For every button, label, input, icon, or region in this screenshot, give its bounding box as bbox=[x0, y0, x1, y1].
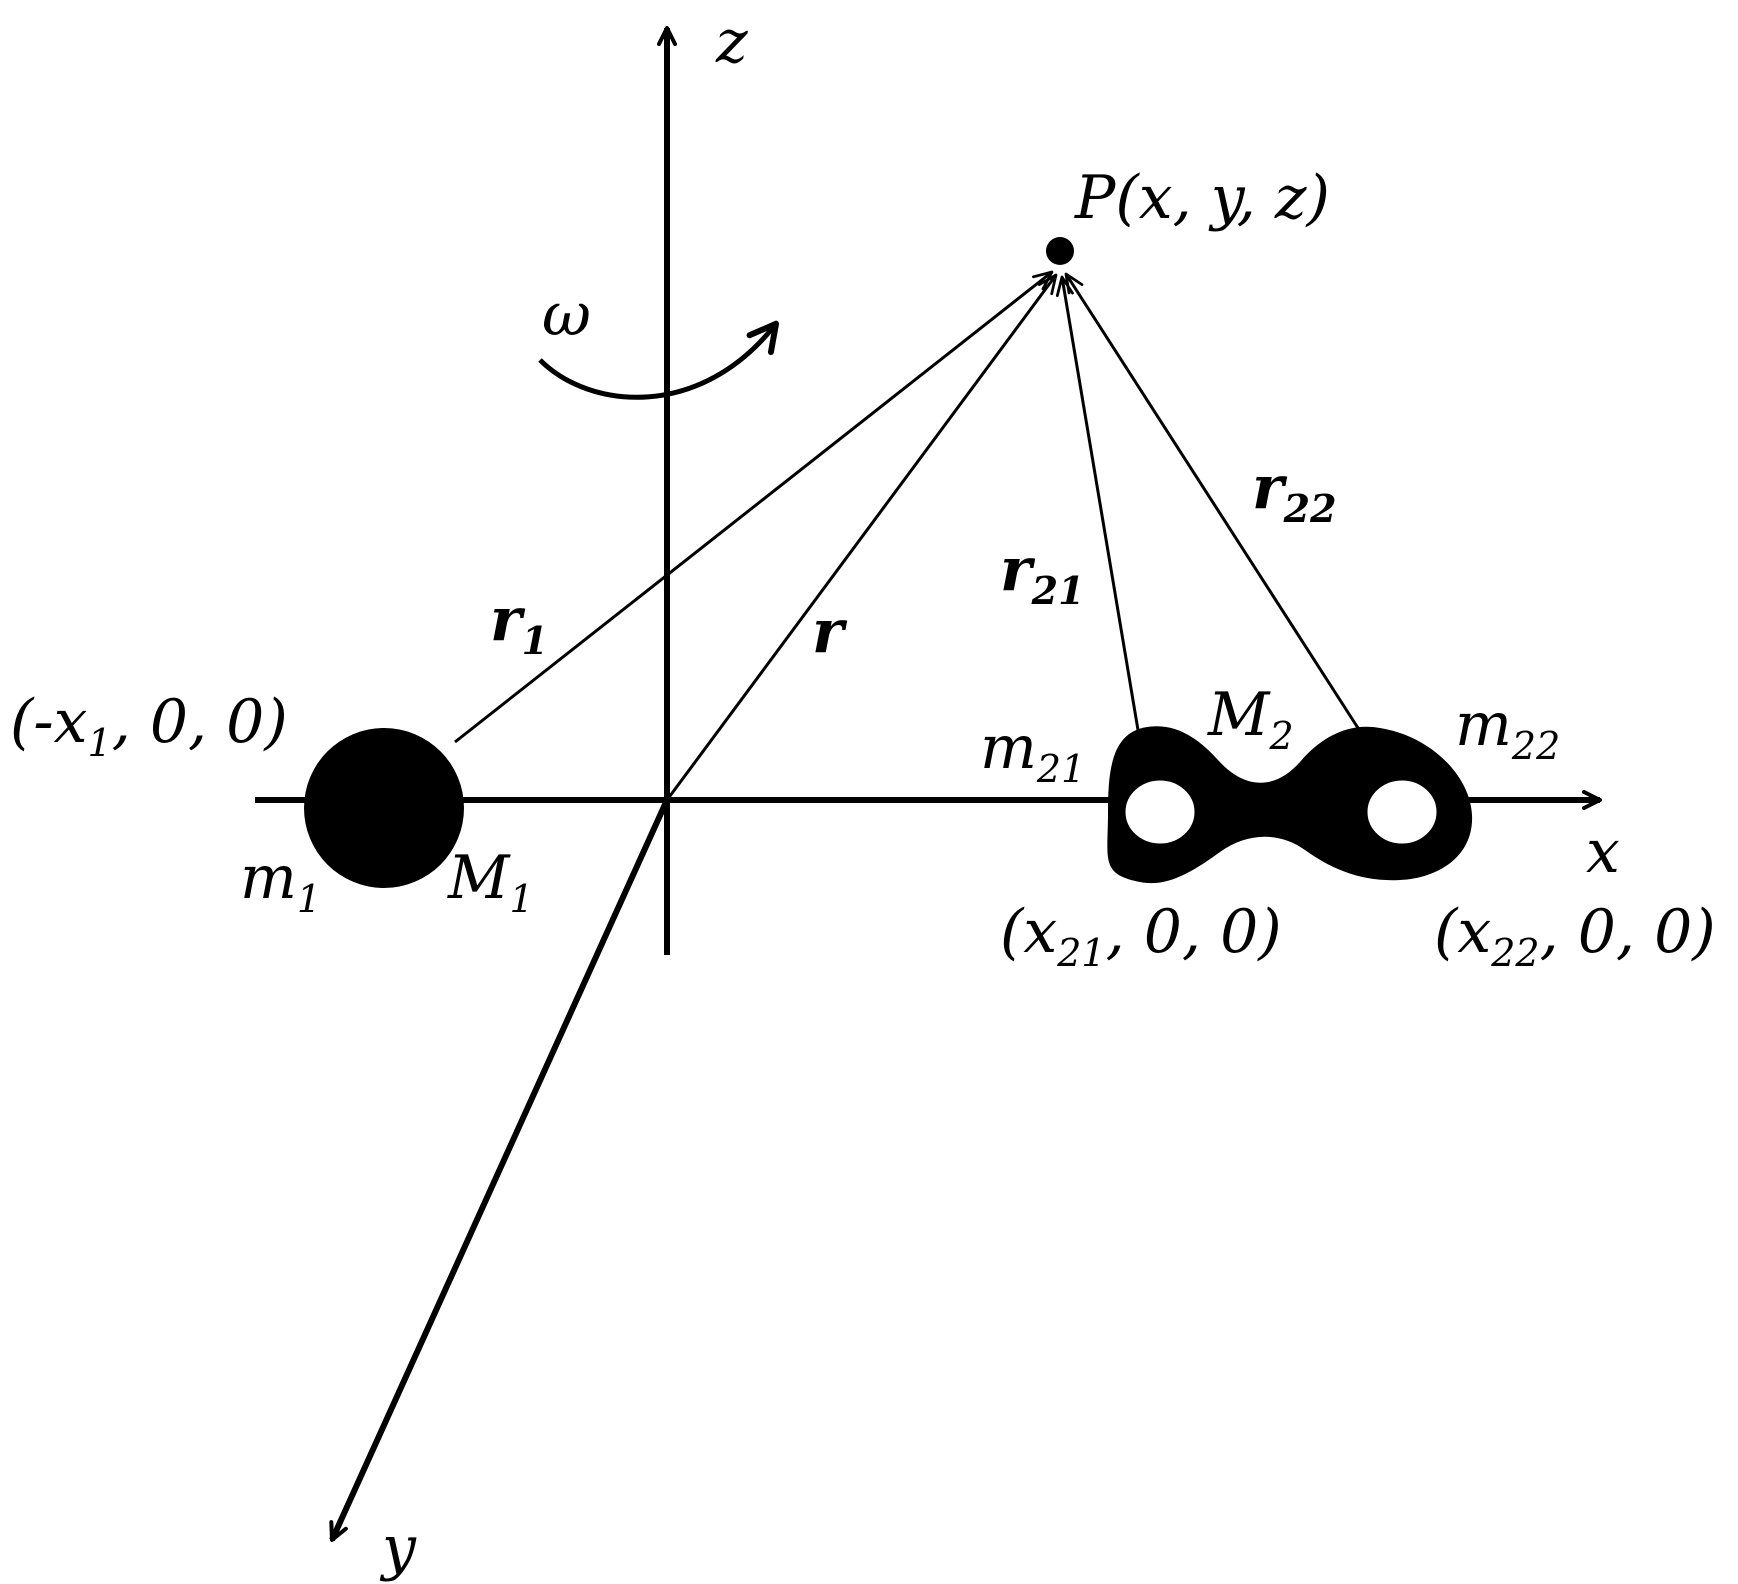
vector-r22 bbox=[1064, 272, 1360, 729]
z-axis-label: z bbox=[715, 7, 748, 77]
r-label: r bbox=[812, 597, 848, 667]
r21-label: r21 bbox=[1000, 535, 1085, 613]
coord-m21-label: (x21, 0, 0) bbox=[1000, 897, 1282, 975]
y-axis bbox=[329, 798, 670, 1542]
point-p-label: P(x, y, z) bbox=[1074, 163, 1330, 233]
point-p-marker bbox=[1046, 237, 1074, 265]
mass-m2-body bbox=[1107, 726, 1473, 884]
m22-label: m22 bbox=[1455, 690, 1560, 768]
vector-r1 bbox=[454, 270, 1054, 744]
mass-m22-hole bbox=[1364, 777, 1440, 847]
vector-r21 bbox=[1055, 275, 1140, 731]
coord-m1-label: (-x1, 0, 0) bbox=[10, 687, 288, 765]
y-axis-label: y bbox=[379, 1513, 417, 1583]
r22-label: r22 bbox=[1252, 453, 1337, 531]
mass-m21-hole bbox=[1122, 777, 1198, 847]
x-axis-label: x bbox=[1586, 817, 1620, 887]
coord-m22-label: (x22, 0, 0) bbox=[1434, 897, 1716, 975]
big-m1-label: M1 bbox=[447, 843, 534, 921]
omega-label: ω bbox=[542, 280, 591, 350]
mass-m1 bbox=[304, 728, 464, 888]
big-m2-label: M2 bbox=[1207, 680, 1294, 758]
vector-r bbox=[665, 273, 1058, 801]
m1-label: m1 bbox=[240, 843, 321, 921]
rotation-arrow bbox=[538, 320, 780, 400]
r1-label: r1 bbox=[490, 585, 548, 663]
m21-label: m21 bbox=[980, 713, 1085, 791]
